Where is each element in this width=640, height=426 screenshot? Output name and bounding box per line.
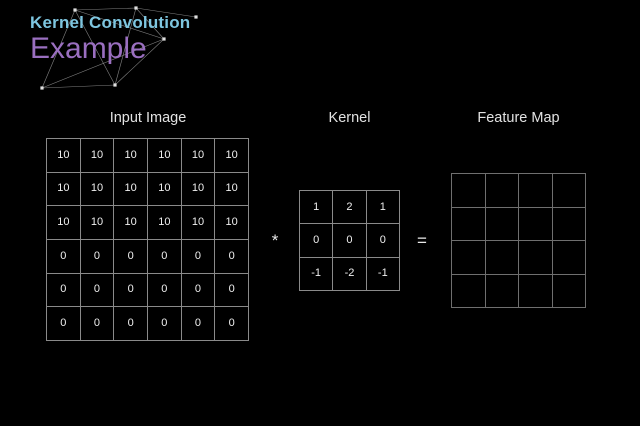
matrix-cell: 10 — [148, 139, 182, 173]
network-edge — [41, 84, 116, 89]
matrix-cell: 10 — [181, 139, 216, 173]
matrix-cell: 10 — [114, 172, 148, 207]
matrix-cell — [452, 274, 486, 308]
matrix-cell: 0 — [215, 240, 249, 274]
page-subtitle: Example — [30, 32, 147, 65]
matrix-cell: 10 — [114, 206, 148, 240]
matrix-cell: 10 — [181, 206, 216, 240]
matrix-cell — [485, 174, 519, 208]
matrix-cell — [485, 241, 519, 275]
matrix-cell: 0 — [181, 307, 216, 341]
matrix-cell — [519, 207, 553, 241]
title-block: Kernel Convolution Example — [30, 12, 430, 66]
matrix-cell: 0 — [114, 273, 148, 308]
matrix-cell: 0 — [181, 273, 216, 308]
matrix-cell: 1 — [366, 191, 400, 225]
matrix-cell: 10 — [148, 172, 182, 207]
kernel-header: Kernel — [328, 110, 371, 126]
matrix-cell: 10 — [80, 172, 115, 207]
matrix-cell: 10 — [47, 172, 81, 207]
matrix-cell: 0 — [148, 273, 182, 308]
matrix-cell — [452, 207, 486, 241]
input-image-header: Input Image — [109, 110, 187, 126]
matrix-cell: -1 — [366, 257, 400, 291]
matrix-cell: 0 — [80, 273, 115, 308]
matrix-cell: 0 — [80, 240, 115, 274]
matrix-cell: 0 — [333, 224, 367, 258]
matrix-cell — [452, 241, 486, 275]
matrix-cell — [519, 274, 553, 308]
matrix-cell: 0 — [215, 273, 249, 308]
matrix-cell — [485, 274, 519, 308]
matrix-cell — [519, 241, 553, 275]
matrix-cell: 10 — [215, 206, 249, 240]
matrix-cell: 0 — [47, 307, 81, 341]
matrix-cell: -1 — [300, 257, 334, 291]
network-node — [134, 6, 138, 10]
network-node — [40, 86, 44, 90]
matrix-cell: 10 — [80, 206, 115, 240]
network-edge — [74, 7, 137, 11]
matrix-cell — [485, 207, 519, 241]
matrix-cell: 0 — [148, 307, 182, 341]
convolution-operator: * — [271, 231, 279, 250]
equals-operator: = — [417, 231, 427, 250]
matrix-cell: 0 — [114, 240, 148, 274]
matrix-cell: 10 — [148, 206, 182, 240]
matrix-cell: 0 — [148, 240, 182, 274]
matrix-cell — [452, 174, 486, 208]
matrix-cell — [552, 241, 586, 275]
matrix-cell: 0 — [114, 307, 148, 341]
matrix-cell: 0 — [181, 240, 216, 274]
matrix-cell — [552, 274, 586, 308]
matrix-cell: 0 — [300, 224, 334, 258]
matrix-cell: 10 — [215, 172, 249, 207]
matrix-cell: 10 — [80, 139, 115, 173]
matrix-cell: 10 — [47, 139, 81, 173]
matrix-cell: 10 — [215, 139, 249, 173]
matrix-cell: 2 — [333, 191, 367, 225]
feature-map-grid — [451, 173, 586, 308]
network-node — [113, 83, 117, 87]
matrix-cell: 0 — [80, 307, 115, 341]
matrix-cell — [519, 174, 553, 208]
matrix-cell — [552, 207, 586, 241]
matrix-cell: 10 — [114, 139, 148, 173]
matrix-cell: -2 — [333, 257, 367, 291]
matrix-cell: 1 — [300, 191, 334, 225]
matrix-cell — [552, 174, 586, 208]
matrix-cell: 10 — [47, 206, 81, 240]
matrix-cell: 10 — [181, 172, 216, 207]
matrix-cell: 0 — [215, 307, 249, 341]
matrix-cell: 0 — [366, 224, 400, 258]
matrix-cell: 0 — [47, 273, 81, 308]
feature-map-header: Feature Map — [477, 110, 560, 126]
page-title: Kernel Convolution — [30, 13, 191, 32]
matrix-cell: 0 — [47, 240, 81, 274]
